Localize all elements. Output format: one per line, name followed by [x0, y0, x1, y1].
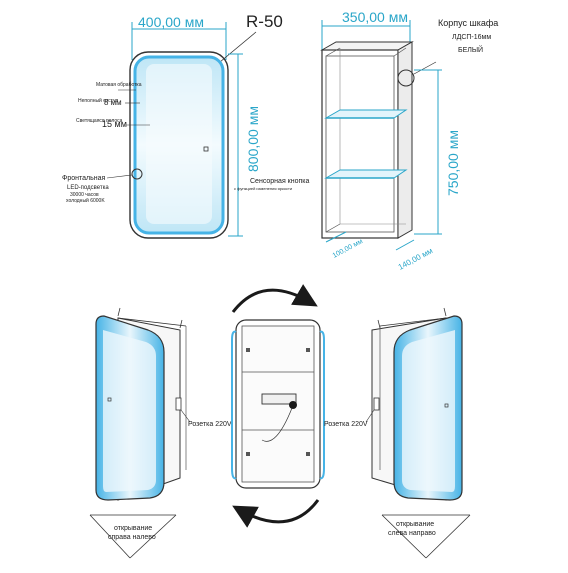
- mirror-inner-glow: [146, 64, 212, 224]
- center-socket-block: [261, 393, 297, 405]
- left-cabinet-top-edge: [117, 317, 187, 327]
- right-swing-line-1: [425, 514, 471, 559]
- led-callout-circle: [131, 168, 143, 180]
- right-hinge-top-2: [377, 319, 381, 329]
- cabinet-inner-edge-tr: [393, 47, 407, 57]
- right-opening-view: Розетка 220V открывание слева направо: [324, 307, 471, 559]
- glow-strip-label: Светящаяся полоса: [76, 118, 123, 124]
- led-color-label: холодный 6000K: [66, 197, 105, 204]
- left-mirror-inner: [103, 330, 156, 492]
- glow-strip-value: 15 мм: [102, 119, 127, 129]
- right-socket-leader: [365, 409, 375, 423]
- center-shelf-support-3: [246, 452, 250, 456]
- matte-edge-label: Матовая обработка: [96, 82, 142, 88]
- glass-shelf-lower: [324, 169, 408, 179]
- center-led-right: [319, 330, 325, 480]
- right-socket-label: Розетка 220V: [324, 421, 368, 428]
- mirror-front-view: 400,00 мм R-50 800,00 мм Матовая обработ…: [62, 12, 310, 239]
- cabinet-color-label: БЕЛЫЙ: [458, 45, 483, 54]
- cabinet-inner-frame: [325, 55, 395, 233]
- left-opening-view: Розетка 220V открывание справа налево: [89, 307, 232, 559]
- touch-button-icon: [203, 146, 209, 152]
- center-shelf-support-1: [246, 348, 250, 352]
- left-caption-line2: справа налево: [108, 534, 156, 541]
- right-mirror-inner: [402, 330, 455, 492]
- material-callout-leader: [413, 61, 437, 75]
- center-led-left: [231, 330, 237, 480]
- center-open-view: [231, 284, 325, 528]
- cabinet-material-label: ЛДСП-16мм: [452, 34, 491, 41]
- cabinet-width-label: 350,00 мм: [342, 9, 408, 25]
- cabinet-body-label: Корпус шкафа: [438, 18, 498, 28]
- cabinet-inner-edge-bl: [325, 223, 341, 233]
- left-socket-label: Розетка 220V: [188, 421, 232, 428]
- cabinet-height-label: 750,00 мм: [445, 130, 461, 196]
- left-caption-line1: открывание: [114, 525, 152, 532]
- right-socket-icon: [373, 397, 380, 411]
- center-shelf-support-2: [306, 348, 310, 352]
- right-touch-icon: [444, 403, 449, 408]
- left-swing-line-1: [89, 514, 131, 559]
- inner-depth-label: 100,00 мм: [332, 238, 365, 260]
- mirror-width-label: 400,00 мм: [138, 14, 204, 30]
- indent-label: Неполный отступ: [78, 97, 118, 104]
- left-socket-leader: [180, 409, 191, 423]
- right-hinge-top: [443, 307, 447, 317]
- touch-button-sublabel: с функцией изменения яркости: [234, 186, 292, 191]
- outer-depth-label: 140,00 мм: [397, 246, 435, 272]
- matte-edge-text: Матовая обработка: [96, 82, 142, 88]
- cabinet-view: 350,00 мм Корпус шкафа ЛДСП-16мм БЕЛЫЙ 7…: [320, 9, 498, 272]
- outer-depth-dimension-line: [395, 239, 415, 251]
- mirror-height-label: 800,00 мм: [245, 106, 261, 172]
- left-hinge-top-2: [179, 319, 183, 329]
- cabinet-inner-edge-tl: [325, 47, 341, 57]
- indent-value: 8 мм: [104, 98, 122, 107]
- center-socket-plug: [289, 401, 297, 409]
- radius-leader: [219, 31, 257, 63]
- front-led-line2: LED-подсветка: [67, 185, 109, 191]
- material-callout-circle: [397, 69, 415, 87]
- left-swing-line-2: [129, 514, 177, 559]
- right-swing-line-2: [381, 514, 427, 559]
- cabinet-top-face: [320, 41, 414, 51]
- center-shelf-support-4: [306, 452, 310, 456]
- right-cabinet-top-edge: [379, 317, 447, 327]
- rotate-arrow-top: [231, 284, 318, 313]
- center-cable: [261, 407, 293, 442]
- radius-label: R-50: [246, 12, 283, 31]
- cabinet-front-frame: [321, 49, 399, 239]
- led-callout-leader: [106, 174, 133, 179]
- left-hinge-top: [117, 307, 121, 317]
- right-caption-line1: открывание: [396, 521, 434, 528]
- left-touch-icon: [107, 397, 112, 402]
- right-caption-line2: слева направо: [388, 530, 436, 537]
- touch-button-label: Сенсорная кнопка: [250, 178, 310, 185]
- glass-shelf-upper: [324, 109, 408, 119]
- mirror-outline: [129, 51, 229, 239]
- led-life-label: 30000 часов: [70, 192, 99, 198]
- front-led-label: Фронтальная: [62, 175, 105, 182]
- rotate-arrow-bottom: [232, 499, 320, 528]
- left-socket-icon: [175, 397, 182, 411]
- inner-depth-dimension-line: [325, 231, 347, 243]
